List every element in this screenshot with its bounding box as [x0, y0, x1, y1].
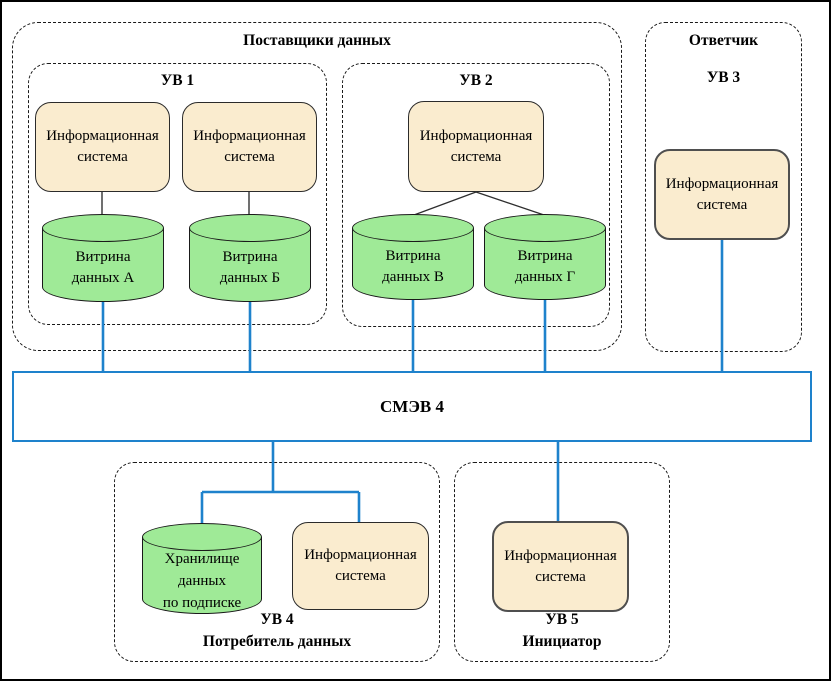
group-uv1: УВ 1	[28, 63, 327, 325]
group-responder: Ответчик УВ 3	[645, 22, 802, 352]
data-mart-a-line2: данных А	[71, 270, 135, 286]
group-uv5-subtitle: Инициатор	[522, 633, 602, 650]
cylinder-top-ellipse	[142, 523, 262, 551]
group-uv4-label: УВ 4	[260, 611, 294, 628]
data-mart-v-line2: данных В	[382, 269, 444, 285]
smev4-bus-bar: СМЭВ 4	[12, 371, 812, 442]
group-uv2: УВ 2	[342, 63, 610, 327]
data-mart-b-line2: данных Б	[219, 270, 281, 286]
storage-line3: по подписке	[162, 595, 242, 611]
info-system-label: система	[77, 149, 128, 165]
data-mart-cylinder-g: Витрина данных Г	[484, 214, 606, 300]
data-mart-cylinder-a: Витрина данных А	[42, 214, 164, 302]
info-system-label: Информационная	[419, 127, 533, 144]
group-responder-title: Ответчик	[688, 32, 759, 49]
data-mart-b-label: Витрина данных Б	[189, 247, 311, 289]
info-system-label: Информационная	[46, 128, 159, 144]
subscription-storage-label: Хранилище данных по подписке	[142, 548, 262, 614]
data-mart-v-line1: Витрина	[385, 248, 441, 264]
data-mart-g-line1: Витрина	[517, 248, 573, 264]
group-uv1-label: УВ 1	[160, 72, 195, 89]
info-system-label: система	[335, 568, 386, 584]
info-system-box-uv3: Информационная система	[654, 149, 790, 240]
data-mart-g-line2: данных Г	[514, 269, 576, 285]
smev4-bus-label: СМЭВ 4	[380, 396, 444, 416]
cylinder-top-ellipse	[189, 214, 311, 242]
group-data-providers-title: Поставщики данных	[243, 32, 391, 49]
info-system-label: Информационная	[504, 547, 617, 564]
subscription-storage-cylinder: Хранилище данных по подписке	[142, 523, 262, 614]
info-system-label: Информационная	[665, 175, 779, 192]
cylinder-top-ellipse	[42, 214, 164, 242]
info-system-box-uv2: Информационная система	[408, 101, 544, 192]
group-responder-label: УВ 3	[706, 69, 741, 86]
data-mart-g-label: Витрина данных Г	[484, 246, 606, 288]
data-mart-cylinder-b: Витрина данных Б	[189, 214, 311, 302]
data-mart-v-label: Витрина данных В	[352, 246, 474, 288]
info-system-label: система	[696, 196, 748, 213]
info-system-label: система	[535, 568, 586, 585]
group-uv2-label: УВ 2	[459, 72, 493, 89]
info-system-box-uv1-b: Информационная система	[182, 102, 317, 192]
group-uv4-subtitle: Потребитель данных	[202, 633, 352, 650]
group-data-providers: Поставщики данных	[12, 22, 622, 351]
info-system-box-uv5: Информационная система	[492, 521, 629, 612]
data-mart-a-line1: Витрина	[75, 249, 131, 265]
storage-line1: Хранилище	[164, 551, 240, 567]
group-uv5-label: УВ 5	[545, 611, 579, 628]
cylinder-top-ellipse	[352, 214, 474, 242]
info-system-label: Информационная	[304, 547, 417, 563]
info-system-label: система	[450, 148, 502, 165]
storage-line2: данных	[178, 573, 226, 589]
info-system-box-uv1-a: Информационная система	[35, 102, 170, 192]
group-uv5: УВ 5 Инициатор	[454, 462, 670, 662]
info-system-label: Информационная	[193, 128, 306, 144]
data-mart-a-label: Витрина данных А	[42, 247, 164, 289]
info-system-box-uv4: Информационная система	[292, 522, 429, 610]
data-mart-b-line1: Витрина	[222, 249, 278, 265]
cylinder-top-ellipse	[484, 214, 606, 242]
data-mart-cylinder-v: Витрина данных В	[352, 214, 474, 300]
info-system-label: система	[224, 149, 275, 165]
